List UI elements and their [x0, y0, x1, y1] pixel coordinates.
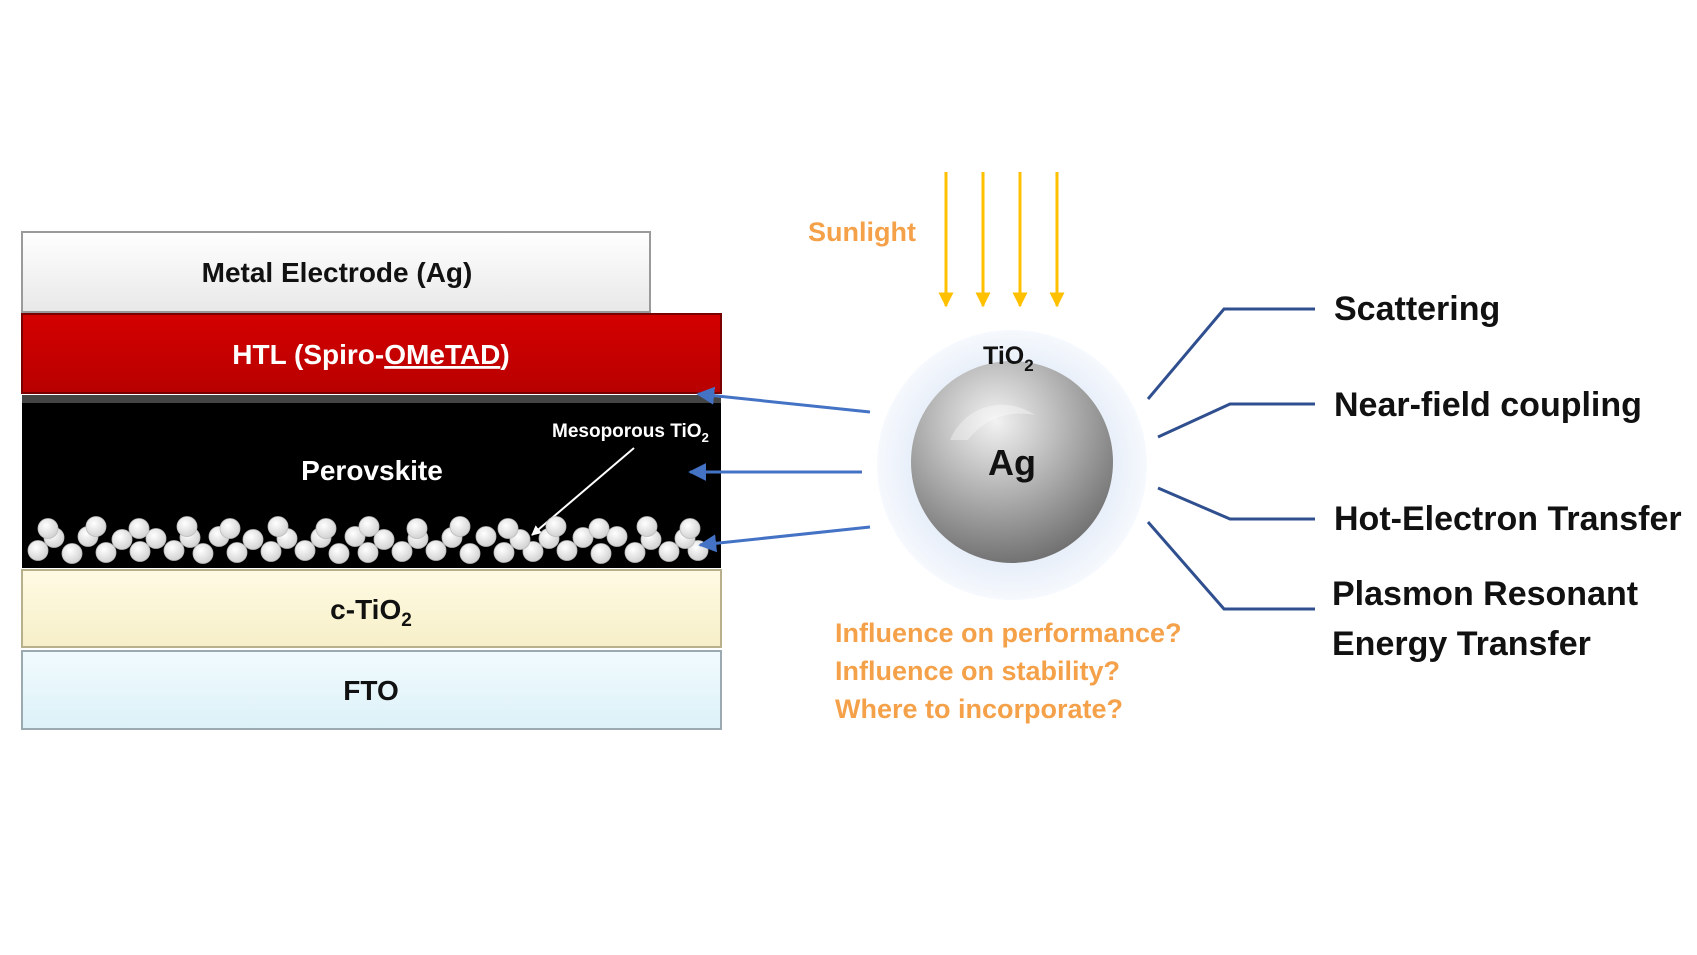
ctio2-label: c-TiO2: [330, 594, 412, 631]
tio2-bead: [556, 540, 578, 561]
mesoporous-tio2-beads: [27, 516, 709, 564]
tio2-bead: [176, 516, 198, 537]
mechanism-plasmon-resonant: Plasmon Resonant: [1332, 575, 1638, 613]
ag-core-highlight: [950, 404, 1035, 440]
tio2-bead: [61, 543, 83, 564]
tio2-bead: [624, 542, 646, 563]
tio2-bead: [95, 542, 117, 563]
tio2-bead: [679, 518, 701, 539]
tio2-bead: [128, 518, 150, 539]
question-item: Where to incorporate?: [835, 694, 1123, 724]
tio2-bead: [373, 529, 395, 550]
ctio2-layer: [21, 569, 722, 648]
metal-electrode-layer: [21, 231, 651, 313]
tio2-bead: [588, 518, 610, 539]
mechanism-energy-transfer: Energy Transfer: [1332, 625, 1591, 663]
tio2-bead: [163, 540, 185, 561]
mechanism-near-field-coupling: Near-field coupling: [1334, 386, 1642, 424]
tio2-bead: [572, 527, 594, 548]
tio2-bead: [27, 540, 49, 561]
tio2-bead: [636, 516, 658, 537]
sunlight-rays: [938, 172, 1065, 308]
perovskite-label: Perovskite: [301, 455, 443, 486]
arrow-to-mesoporous: [698, 525, 871, 553]
tio2-bead: [145, 528, 167, 549]
connector-plasmon-resonant: [1146, 521, 1315, 611]
htl-label: HTL (Spiro-OMeTAD): [232, 339, 509, 370]
questions-list: Influence on performance? Influence on s…: [835, 618, 1182, 724]
tio2-bead: [545, 516, 567, 537]
tio2-bead: [357, 542, 379, 563]
sunlight-label: Sunlight: [808, 217, 916, 247]
ag-core-label: Ag: [988, 442, 1036, 483]
tio2-bead: [459, 543, 481, 564]
tio2-bead: [260, 541, 282, 562]
tio2-bead: [192, 543, 214, 564]
tio2-bead: [522, 541, 544, 562]
question-item: Influence on performance?: [835, 618, 1182, 648]
tio2-bead: [85, 516, 107, 537]
tio2-bead: [606, 526, 628, 547]
arrow-to-htl-interface: [696, 386, 871, 414]
tio2-bead: [493, 542, 515, 563]
tio2-bead: [475, 526, 497, 547]
connector-scattering: [1146, 307, 1315, 400]
tio2-bead: [497, 518, 519, 539]
solar-cell-stack: Metal Electrode (Ag) HTL (Spiro-OMeTAD) …: [21, 231, 722, 730]
tio2-bead: [358, 516, 380, 537]
tio2-bead: [37, 518, 59, 539]
tio2-bead: [129, 541, 151, 562]
tio2-shell-label: TiO2: [983, 342, 1034, 375]
htl-underlined-word: OMeTAD: [384, 339, 500, 370]
tio2-bead: [391, 541, 413, 562]
ag-core: [911, 361, 1113, 563]
tio2-bead: [242, 529, 264, 550]
perovskite-top-edge: [22, 395, 721, 403]
tio2-bead: [226, 542, 248, 563]
tio2-bead: [267, 516, 289, 537]
htl-layer: [21, 313, 722, 394]
tio2-bead: [449, 516, 471, 537]
tio2-bead: [590, 543, 612, 564]
connector-hot-electron: [1157, 486, 1315, 521]
mechanism-labels: Scattering Near-field coupling Hot-Elect…: [1332, 290, 1682, 663]
tio2-bead: [658, 541, 680, 562]
tio2-bead: [219, 518, 241, 539]
mechanism-connectors: [1146, 307, 1315, 611]
tio2-bead: [425, 540, 447, 561]
mechanism-scattering: Scattering: [1334, 290, 1500, 328]
mechanism-hot-electron-transfer: Hot-Electron Transfer: [1334, 500, 1682, 538]
tio2-bead: [111, 529, 133, 550]
ag-tio2-nanoparticle: TiO2 Ag: [877, 330, 1147, 600]
connector-near-field: [1157, 402, 1315, 439]
tio2-bead: [294, 540, 316, 561]
metal-electrode-label: Metal Electrode (Ag): [202, 257, 473, 288]
question-item: Influence on stability?: [835, 656, 1120, 686]
mesoporous-tio2-label: Mesoporous TiO2: [552, 421, 709, 445]
fto-label: FTO: [343, 675, 398, 706]
perovskite-layer: [22, 395, 721, 568]
tio2-bead: [406, 518, 428, 539]
tio2-bead: [315, 518, 337, 539]
tio2-bead: [328, 543, 350, 564]
fto-layer: [21, 650, 722, 730]
